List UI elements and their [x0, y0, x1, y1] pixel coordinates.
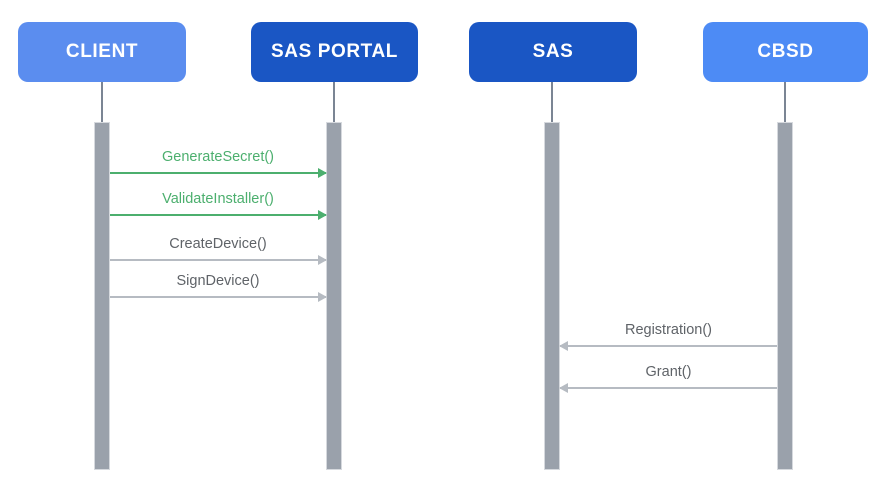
participant-box-cbsd[interactable]: CBSD	[703, 22, 868, 82]
arrowhead-right-icon	[318, 168, 327, 178]
message-line-create-device	[110, 255, 327, 265]
participant-box-sas[interactable]: SAS	[469, 22, 637, 82]
message-line-validate-installer	[110, 210, 327, 220]
lifeline-stem-cbsd	[784, 82, 786, 122]
participant-box-sas-portal[interactable]: SAS PORTAL	[251, 22, 418, 82]
participant-label-sas: SAS	[532, 41, 574, 62]
participant-label-sas-portal: SAS PORTAL	[270, 41, 399, 62]
message-label-registration: Registration()	[624, 322, 713, 339]
message-label-create-device: CreateDevice()	[169, 236, 267, 253]
activation-bar-sas	[544, 122, 560, 470]
arrowhead-left-icon	[559, 383, 568, 393]
message-line-registration	[559, 341, 777, 351]
message-label-generate-secret: GenerateSecret()	[161, 149, 275, 166]
lifeline-stem-sas-portal	[333, 82, 335, 122]
activation-bar-cbsd	[777, 122, 793, 470]
lifeline-stem-sas	[551, 82, 553, 122]
arrowhead-left-icon	[559, 341, 568, 351]
message-label-sign-device: SignDevice()	[176, 273, 260, 290]
participant-label-cbsd: CBSD	[757, 41, 814, 62]
message-line-sign-device	[110, 292, 327, 302]
arrowhead-right-icon	[318, 255, 327, 265]
arrowhead-right-icon	[318, 210, 327, 220]
message-label-grant: Grant()	[645, 364, 692, 381]
message-line-generate-secret	[110, 168, 327, 178]
message-label-validate-installer: ValidateInstaller()	[162, 191, 274, 208]
participant-box-client[interactable]: CLIENT	[18, 22, 186, 82]
arrowhead-right-icon	[318, 292, 327, 302]
message-line-grant	[559, 383, 777, 393]
participant-label-client: CLIENT	[65, 41, 139, 62]
activation-bar-client	[94, 122, 110, 470]
activation-bar-sas-portal	[326, 122, 342, 470]
lifeline-stem-client	[101, 82, 103, 122]
